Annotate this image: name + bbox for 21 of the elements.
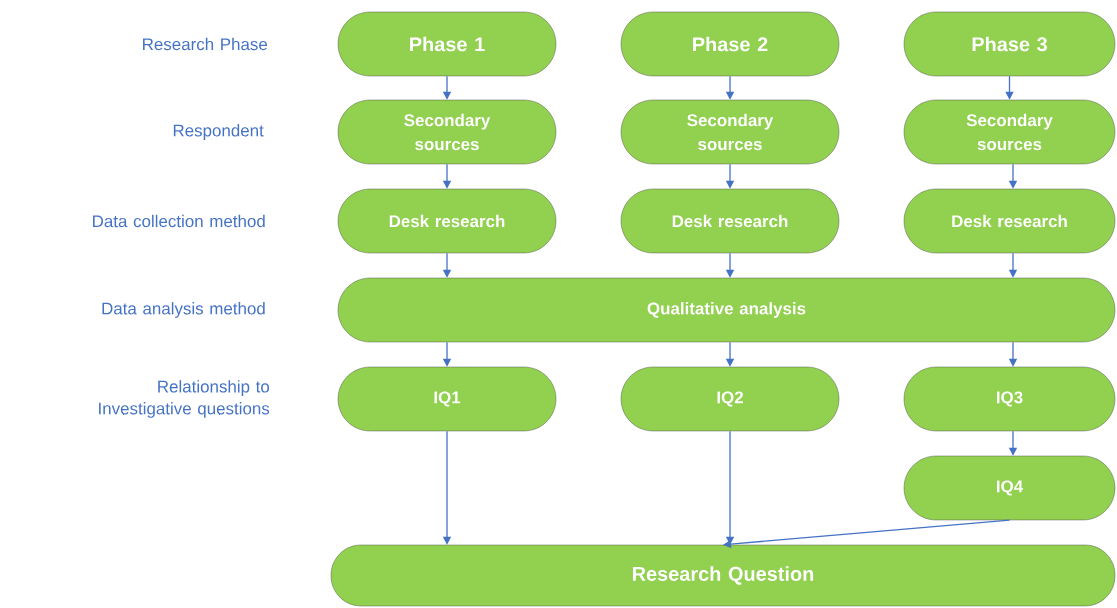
pill-box: Desk research — [337, 188, 557, 254]
row-label: Data analysis method — [102, 302, 265, 318]
pill-box: IQ3 — [903, 366, 1116, 432]
pill-box: IQ2 — [620, 366, 840, 432]
pill-box: Phase 2 — [620, 11, 840, 77]
pill-box: Qualitative analysis — [337, 277, 1116, 343]
pill-box: IQ4 — [903, 455, 1116, 521]
pill-box: Desk research — [903, 188, 1116, 254]
pill-box: Secondary sources — [903, 99, 1116, 165]
row-label: Research Phase — [143, 37, 268, 51]
arrow — [723, 519, 1011, 549]
pill-box: Phase 1 — [337, 11, 557, 77]
pill-box: Secondary sources — [620, 99, 840, 165]
row-label: Relationship to Investigative questions — [99, 380, 270, 418]
pill-box: Phase 3 — [903, 11, 1116, 77]
pill-box: Desk research — [620, 188, 840, 254]
row-label: Respondent — [173, 124, 264, 140]
row-label: Data collection method — [93, 214, 265, 228]
pill-box: Secondary sources — [337, 99, 557, 165]
pill-box: IQ1 — [337, 366, 557, 432]
pill-box: Research Question — [330, 544, 1116, 607]
